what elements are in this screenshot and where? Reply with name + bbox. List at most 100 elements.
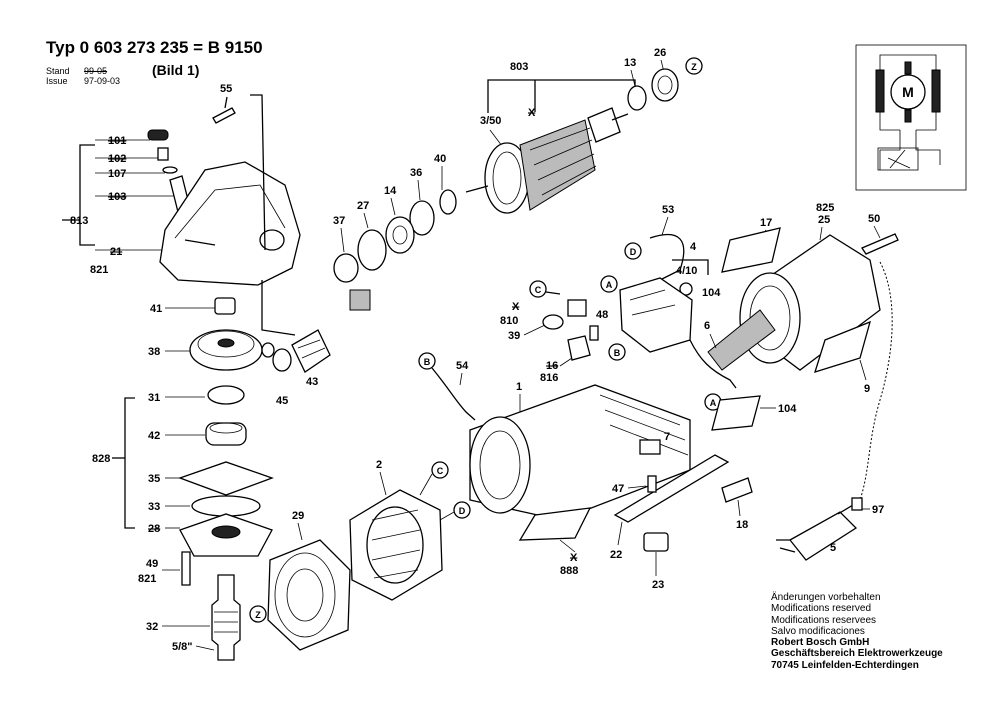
spring-holder-7 (639, 439, 661, 455)
leader-9 (859, 359, 867, 381)
callout-888: 888 (560, 565, 578, 577)
cord-clamp-97 (851, 497, 863, 511)
plug-prongs (776, 539, 796, 553)
callout-37: 37 (333, 215, 345, 227)
leader-6 (709, 333, 717, 349)
screw-47 (647, 475, 657, 493)
stand-value: 99-05 (84, 66, 108, 76)
callout-102: 102 (108, 153, 126, 165)
callout-49: 49 (146, 558, 158, 570)
stator-group: 2 C D 29 Z (249, 459, 471, 651)
stand-label: Stand (46, 66, 70, 76)
bevel-gear-teeth (197, 330, 255, 358)
schematic-wiring (879, 54, 941, 170)
label-9 (814, 320, 871, 373)
leader-50 (873, 225, 881, 239)
ref-a-switch: A (606, 280, 613, 290)
callout-29: 29 (292, 510, 304, 522)
ring-107 (162, 166, 178, 174)
leader-22 (617, 521, 623, 546)
callout-23: 23 (652, 579, 664, 591)
ref-circle-b-cable (418, 352, 436, 370)
stator-bore (366, 506, 424, 584)
callout-104a: 104 (702, 287, 721, 299)
callout-810-x: X (512, 301, 520, 313)
bearing-flange-hub (211, 525, 241, 539)
ref-b-switch: B (614, 348, 621, 358)
callout-53: 53 (662, 204, 674, 216)
callout-14: 14 (384, 185, 397, 197)
field-coil-right (931, 69, 941, 113)
callout-813: 813 (70, 215, 88, 227)
housing-detail-line (174, 184, 286, 239)
leader-14 (390, 197, 396, 216)
screw-4-10 (679, 282, 693, 296)
ref-c-brush: C (535, 285, 542, 295)
callout-803-x: X (528, 107, 536, 119)
lead-wire-a (689, 339, 737, 389)
callout-888-x: X (570, 552, 578, 564)
note-line-3: Modifications reservees (771, 614, 877, 626)
note-line-7: 70745 Leinfelden-Echterdingen (771, 659, 919, 671)
bearing-26-race (657, 75, 673, 95)
screw-48 (589, 325, 599, 341)
ref-circle-d-switch (624, 242, 642, 260)
motor-symbol-circle (890, 74, 926, 110)
note-line-2: Modifications reserved (771, 603, 872, 615)
callout-41: 41 (150, 303, 162, 315)
switch-knob-23 (643, 532, 669, 552)
spring-102 (157, 147, 169, 161)
callout-22: 22 (610, 549, 622, 561)
leader-2 (379, 471, 387, 496)
housing-bore (259, 229, 285, 251)
ref-b-cable: B (424, 357, 431, 367)
fan-guide-inner (286, 568, 324, 622)
nut-45 (272, 348, 292, 372)
gear-housing-group: 55 813 101 102 107 103 21 821 41 (62, 83, 331, 661)
wiring-schematic: M (855, 44, 967, 191)
bearing-14-race (392, 225, 408, 245)
callout-16: 16 (546, 360, 558, 372)
callout-54: 54 (456, 360, 469, 372)
bearing-14 (385, 216, 415, 254)
handle-group: 17 825 25 50 9 6 104 5 97 (704, 202, 899, 561)
ref-circle-z-bottom (249, 605, 267, 623)
bracket-4 (672, 259, 709, 275)
fan-guide-ring (274, 552, 336, 638)
leader-ref-d-stator (439, 511, 455, 521)
screw-49 (181, 551, 191, 586)
brush-top (904, 61, 912, 75)
brush-bottom (904, 109, 912, 123)
callout-32: 32 (146, 621, 158, 633)
callout-803: 803 (510, 61, 528, 73)
stator-windings (371, 509, 421, 579)
leader-29 (297, 522, 303, 541)
diagram-subtitle: (Bild 1) (152, 62, 200, 78)
leader-55 (224, 96, 228, 109)
callout-4: 4 (690, 241, 697, 253)
note-line-4: Salvo modificaciones (771, 625, 865, 637)
circlip-40 (439, 189, 457, 215)
callout-27: 27 (357, 200, 369, 212)
bracket-813 (79, 144, 95, 246)
leader-55-bracket (250, 94, 266, 251)
leader-43-bracket (261, 280, 296, 336)
fan-guide-29 (267, 539, 351, 651)
callout-25: 25 (818, 214, 830, 226)
label-104 (711, 395, 761, 431)
ref-a-lead: A (710, 398, 717, 408)
ref-circle-c-brush (529, 280, 547, 298)
callout-810: 810 (500, 315, 518, 327)
gasket-35 (178, 461, 274, 496)
callout-45: 45 (276, 395, 288, 407)
callout-821b: 821 (138, 573, 156, 585)
callout-4-10: 4/10 (676, 265, 697, 277)
callout-97: 97 (872, 504, 884, 516)
callout-26: 26 (654, 47, 666, 59)
power-cord-path (859, 261, 893, 501)
callout-39: 39 (508, 330, 520, 342)
leader-18 (737, 499, 741, 517)
issue-value: 97-09-03 (84, 76, 121, 86)
spring-washer-36 (409, 200, 435, 236)
